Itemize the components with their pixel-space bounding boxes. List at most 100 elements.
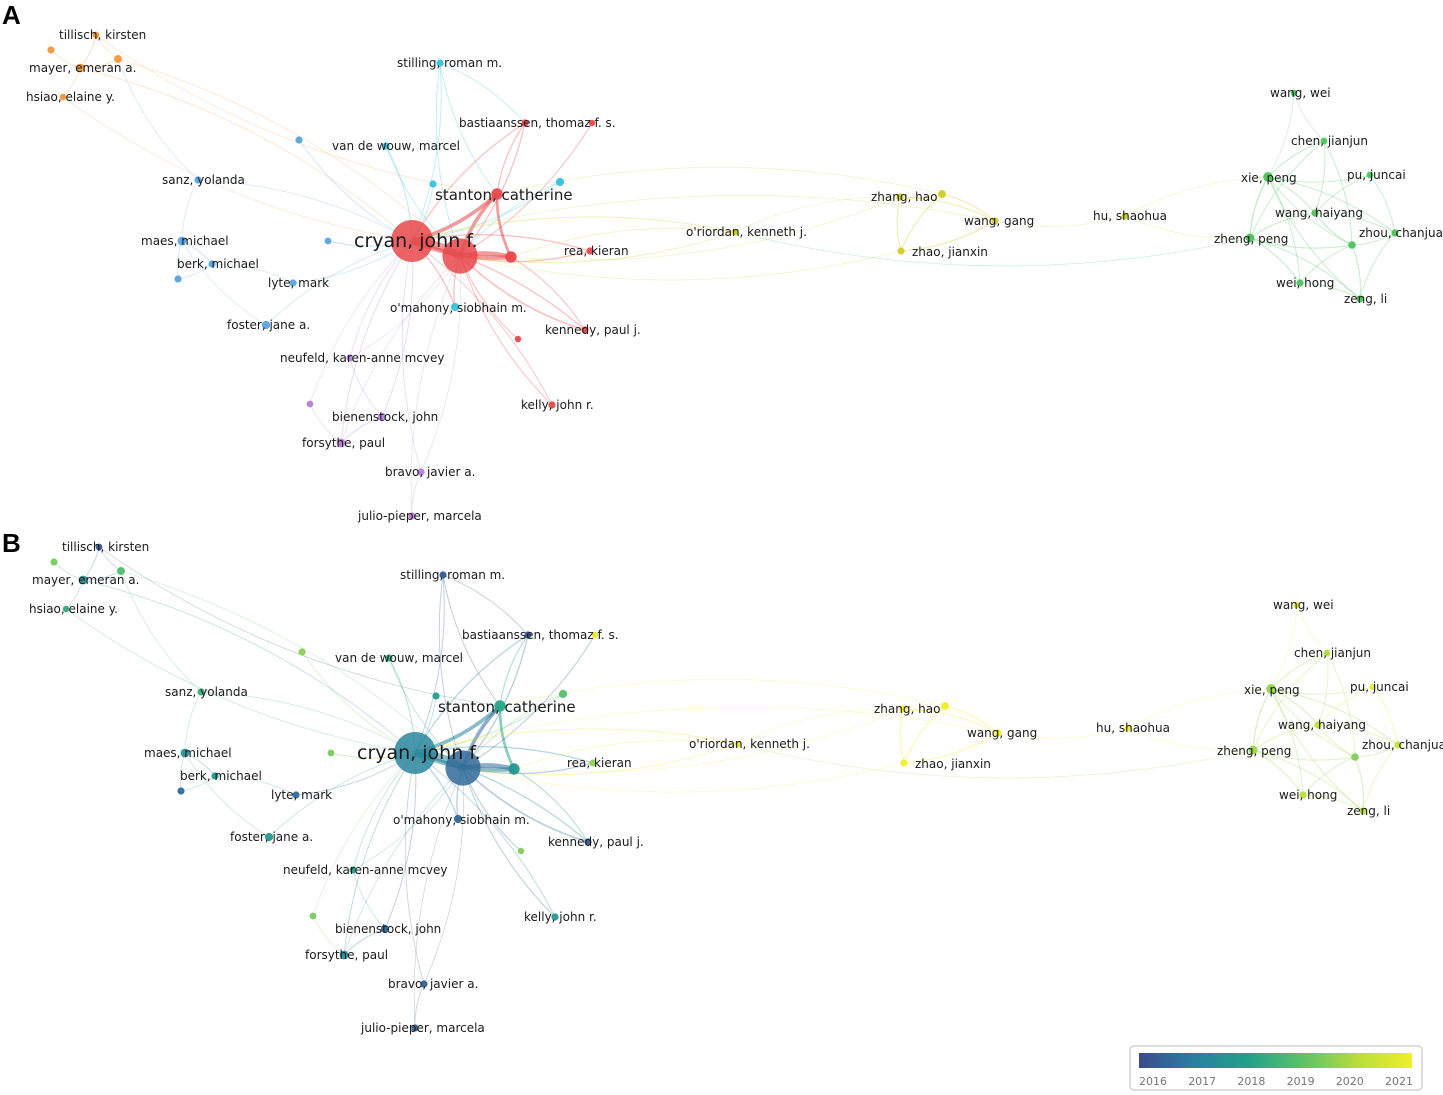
author-node-n_green_mid[interactable] xyxy=(1351,753,1359,761)
author-node-wanggang[interactable] xyxy=(994,729,1002,737)
author-node-hsiao[interactable] xyxy=(59,93,67,101)
author-node-kelly[interactable] xyxy=(548,401,556,409)
author-node-oriordan[interactable] xyxy=(731,228,739,236)
author-node-zengli[interactable] xyxy=(1356,295,1364,303)
author-node-n_red_bast2[interactable] xyxy=(591,631,599,639)
author-node-n_yellow1[interactable] xyxy=(938,190,946,198)
author-node-n_red_bast2[interactable] xyxy=(588,119,596,127)
author-node-pujuncai[interactable] xyxy=(1366,171,1374,179)
author-node-n_orange_left[interactable] xyxy=(47,46,55,54)
author-node-foster[interactable] xyxy=(264,832,274,842)
author-node-bastiaanssen[interactable] xyxy=(521,119,529,127)
author-node-zhaojianxin[interactable] xyxy=(897,247,905,255)
author-node-forsythe[interactable] xyxy=(336,438,346,448)
author-node-bienenstock[interactable] xyxy=(377,412,387,422)
author-node-zhaojianxin[interactable] xyxy=(900,759,908,767)
author-node-zhanghao[interactable] xyxy=(896,193,904,201)
author-node-n_purple_left[interactable] xyxy=(306,400,314,408)
author-node-lyte[interactable] xyxy=(292,791,300,799)
author-node-cryan[interactable] xyxy=(390,219,434,263)
author-node-n_red2[interactable] xyxy=(445,750,481,786)
author-node-neufeld[interactable] xyxy=(349,866,357,874)
author-node-n_orange_left[interactable] xyxy=(50,558,58,566)
author-node-rea[interactable] xyxy=(589,759,597,767)
author-node-berk[interactable] xyxy=(208,260,216,268)
author-node-sanz[interactable] xyxy=(197,688,205,696)
author-node-zhouchanjuan[interactable] xyxy=(1394,741,1402,749)
author-node-n_red_small[interactable] xyxy=(514,335,522,343)
author-node-wanggang[interactable] xyxy=(991,217,999,225)
author-node-foster[interactable] xyxy=(261,320,271,330)
author-node-bienenstock[interactable] xyxy=(380,924,390,934)
author-node-xiepeng[interactable] xyxy=(1266,684,1276,694)
author-node-bravo[interactable] xyxy=(417,468,425,476)
author-node-kennedy[interactable] xyxy=(584,838,592,846)
author-node-oriordan[interactable] xyxy=(734,740,742,748)
author-node-neufeld[interactable] xyxy=(346,354,354,362)
author-node-chenjianjun[interactable] xyxy=(1320,137,1328,145)
author-node-maes[interactable] xyxy=(177,236,187,246)
author-node-berk[interactable] xyxy=(211,772,219,780)
author-node-hsiao[interactable] xyxy=(62,605,70,613)
author-node-tillisch[interactable] xyxy=(92,31,100,39)
author-node-omahony[interactable] xyxy=(450,302,460,312)
author-node-n_cyan1[interactable] xyxy=(432,692,440,700)
author-node-sanz[interactable] xyxy=(194,176,202,184)
author-node-zhengpeng[interactable] xyxy=(1245,233,1255,243)
author-node-zhengpeng[interactable] xyxy=(1248,745,1258,755)
author-node-n_green_mid[interactable] xyxy=(1348,241,1356,249)
author-node-maes[interactable] xyxy=(180,748,190,758)
author-node-n_blue_berk[interactable] xyxy=(177,787,185,795)
author-node-n_cyan2[interactable] xyxy=(555,177,565,187)
author-node-n_blue_top[interactable] xyxy=(295,136,303,144)
author-node-n_red_small[interactable] xyxy=(517,847,525,855)
author-node-zhouchanjuan[interactable] xyxy=(1391,229,1399,237)
author-node-wangwei[interactable] xyxy=(1290,89,1298,97)
author-node-vandewouw[interactable] xyxy=(382,142,390,150)
author-node-lyte[interactable] xyxy=(289,279,297,287)
author-node-chenjianjun[interactable] xyxy=(1323,649,1331,657)
author-node-hushaohua[interactable] xyxy=(1121,212,1129,220)
author-node-forsythe[interactable] xyxy=(339,950,349,960)
author-node-stanton[interactable] xyxy=(491,188,503,200)
author-node-n_purple_left[interactable] xyxy=(309,912,317,920)
author-node-n_yellow1[interactable] xyxy=(941,702,949,710)
author-node-tillisch[interactable] xyxy=(95,543,103,551)
author-node-xiepeng[interactable] xyxy=(1263,172,1273,182)
author-node-pujuncai[interactable] xyxy=(1369,683,1377,691)
author-node-weihong[interactable] xyxy=(1299,791,1307,799)
author-node-mayer[interactable] xyxy=(75,63,85,73)
author-node-stilling[interactable] xyxy=(436,59,444,67)
author-node-zengli[interactable] xyxy=(1359,807,1367,815)
author-node-zhanghao[interactable] xyxy=(899,705,907,713)
author-node-n_cyan1[interactable] xyxy=(429,180,437,188)
author-node-n_blue_berk[interactable] xyxy=(174,275,182,283)
author-node-weihong[interactable] xyxy=(1296,279,1304,287)
author-node-cryan[interactable] xyxy=(393,731,437,775)
author-node-kennedy[interactable] xyxy=(581,326,589,334)
author-node-n_orange_right[interactable] xyxy=(114,55,122,63)
author-node-vandewouw[interactable] xyxy=(385,654,393,662)
author-node-wanghaiyang[interactable] xyxy=(1314,721,1322,729)
author-node-bastiaanssen[interactable] xyxy=(524,631,532,639)
author-node-n_orange_right[interactable] xyxy=(117,567,125,575)
author-node-mayer[interactable] xyxy=(78,575,88,585)
author-node-julio[interactable] xyxy=(411,1024,419,1032)
author-node-n_red3[interactable] xyxy=(505,251,517,263)
author-node-wangwei[interactable] xyxy=(1293,601,1301,609)
author-node-omahony[interactable] xyxy=(453,814,463,824)
author-node-n_cyan2[interactable] xyxy=(558,689,568,699)
author-node-kelly[interactable] xyxy=(551,913,559,921)
author-node-bravo[interactable] xyxy=(420,980,428,988)
author-node-stanton[interactable] xyxy=(494,700,506,712)
author-node-julio[interactable] xyxy=(408,512,416,520)
author-node-wanghaiyang[interactable] xyxy=(1311,209,1319,217)
author-node-n_blue_mid[interactable] xyxy=(324,237,332,245)
author-node-hushaohua[interactable] xyxy=(1124,724,1132,732)
author-node-n_red3[interactable] xyxy=(508,763,520,775)
author-node-rea[interactable] xyxy=(586,247,594,255)
author-node-n_red2[interactable] xyxy=(442,238,478,274)
author-node-n_blue_top[interactable] xyxy=(298,648,306,656)
author-node-n_blue_mid[interactable] xyxy=(327,749,335,757)
author-node-stilling[interactable] xyxy=(439,571,447,579)
